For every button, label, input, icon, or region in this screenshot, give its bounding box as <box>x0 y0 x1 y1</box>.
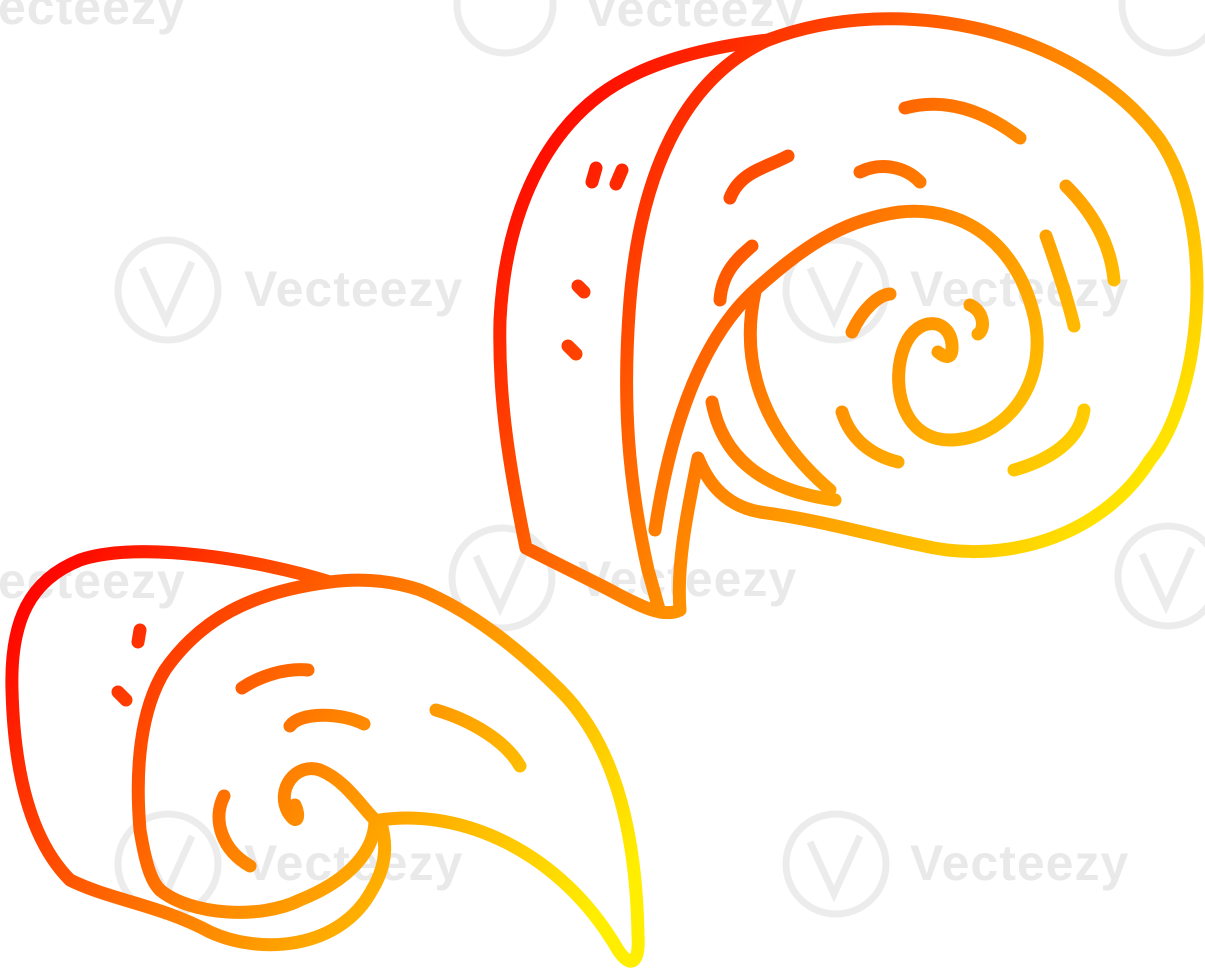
vecteezy-logo-icon <box>453 0 557 57</box>
slice-outer-outline <box>5 545 645 968</box>
vecteezy-logo-icon <box>1114 522 1205 630</box>
watermark-text: Vecteezy <box>578 551 797 607</box>
slice-crumb <box>111 685 133 707</box>
watermark-bottom-right: Vecteezy <box>782 810 1129 918</box>
watermark-top-center: Vecteezy <box>453 0 804 57</box>
roll-outer-outline <box>493 12 1204 620</box>
swiss-roll-slice <box>5 545 645 968</box>
roll-cream-stroke <box>845 287 897 339</box>
slice-cream-stroke <box>212 789 257 873</box>
roll-cream-stroke <box>1039 229 1081 333</box>
roll-cream-stroke <box>853 160 927 189</box>
roll-cream-stroke <box>713 239 759 307</box>
slice-cream-stroke <box>429 703 527 773</box>
watermark-text: ecteezy <box>0 0 186 35</box>
slice-cream-stroke <box>283 708 371 733</box>
vecteezy-logo-icon <box>1138 546 1196 615</box>
vecteezy-logo-icon <box>138 260 196 329</box>
roll-cream-stroke <box>1059 179 1121 287</box>
swiss-roll-log <box>493 12 1204 620</box>
watermark-text: Vecteezy <box>585 0 804 37</box>
roll-crumb <box>571 279 591 299</box>
vecteezy-logo-icon <box>114 236 222 344</box>
roll-cream-stroke <box>835 405 905 469</box>
slice-inner-curl <box>153 762 382 919</box>
roll-crumb <box>609 163 629 191</box>
watermark-top-right <box>1118 0 1205 57</box>
vecteezy-logo-icon <box>472 548 530 617</box>
roll-crumb <box>561 339 583 361</box>
roll-crumb <box>585 161 603 189</box>
roll-spiral <box>892 317 959 447</box>
roll-peeling-sheet <box>648 204 1044 537</box>
vecteezy-logo-icon <box>782 810 890 918</box>
roll-spiral-inner <box>963 298 989 341</box>
vecteezy-logo-icon <box>806 260 864 329</box>
watermark-top-left: ecteezy <box>0 0 186 35</box>
roll-cream-stroke <box>1007 403 1091 477</box>
watermark-text: Vecteezy <box>244 261 463 317</box>
slice-face-edge <box>131 575 337 897</box>
slice-crumb <box>131 623 147 649</box>
roll-inner-fold <box>743 285 837 497</box>
vecteezy-logo-icon <box>448 524 556 632</box>
roll-inner-edge <box>705 395 842 507</box>
slice-cream-stroke <box>235 663 315 695</box>
watermark-middle-left: Vecteezy <box>114 236 463 344</box>
watermark-text: Vecteezy <box>910 835 1129 891</box>
roll-cream-stroke <box>723 149 795 205</box>
roll-face-edge <box>620 33 775 619</box>
vecteezy-logo-icon <box>1118 0 1205 57</box>
roll-cream-stroke <box>898 97 1027 145</box>
watermark-lower-right <box>1114 522 1205 630</box>
vecteezy-logo-icon <box>806 834 864 903</box>
